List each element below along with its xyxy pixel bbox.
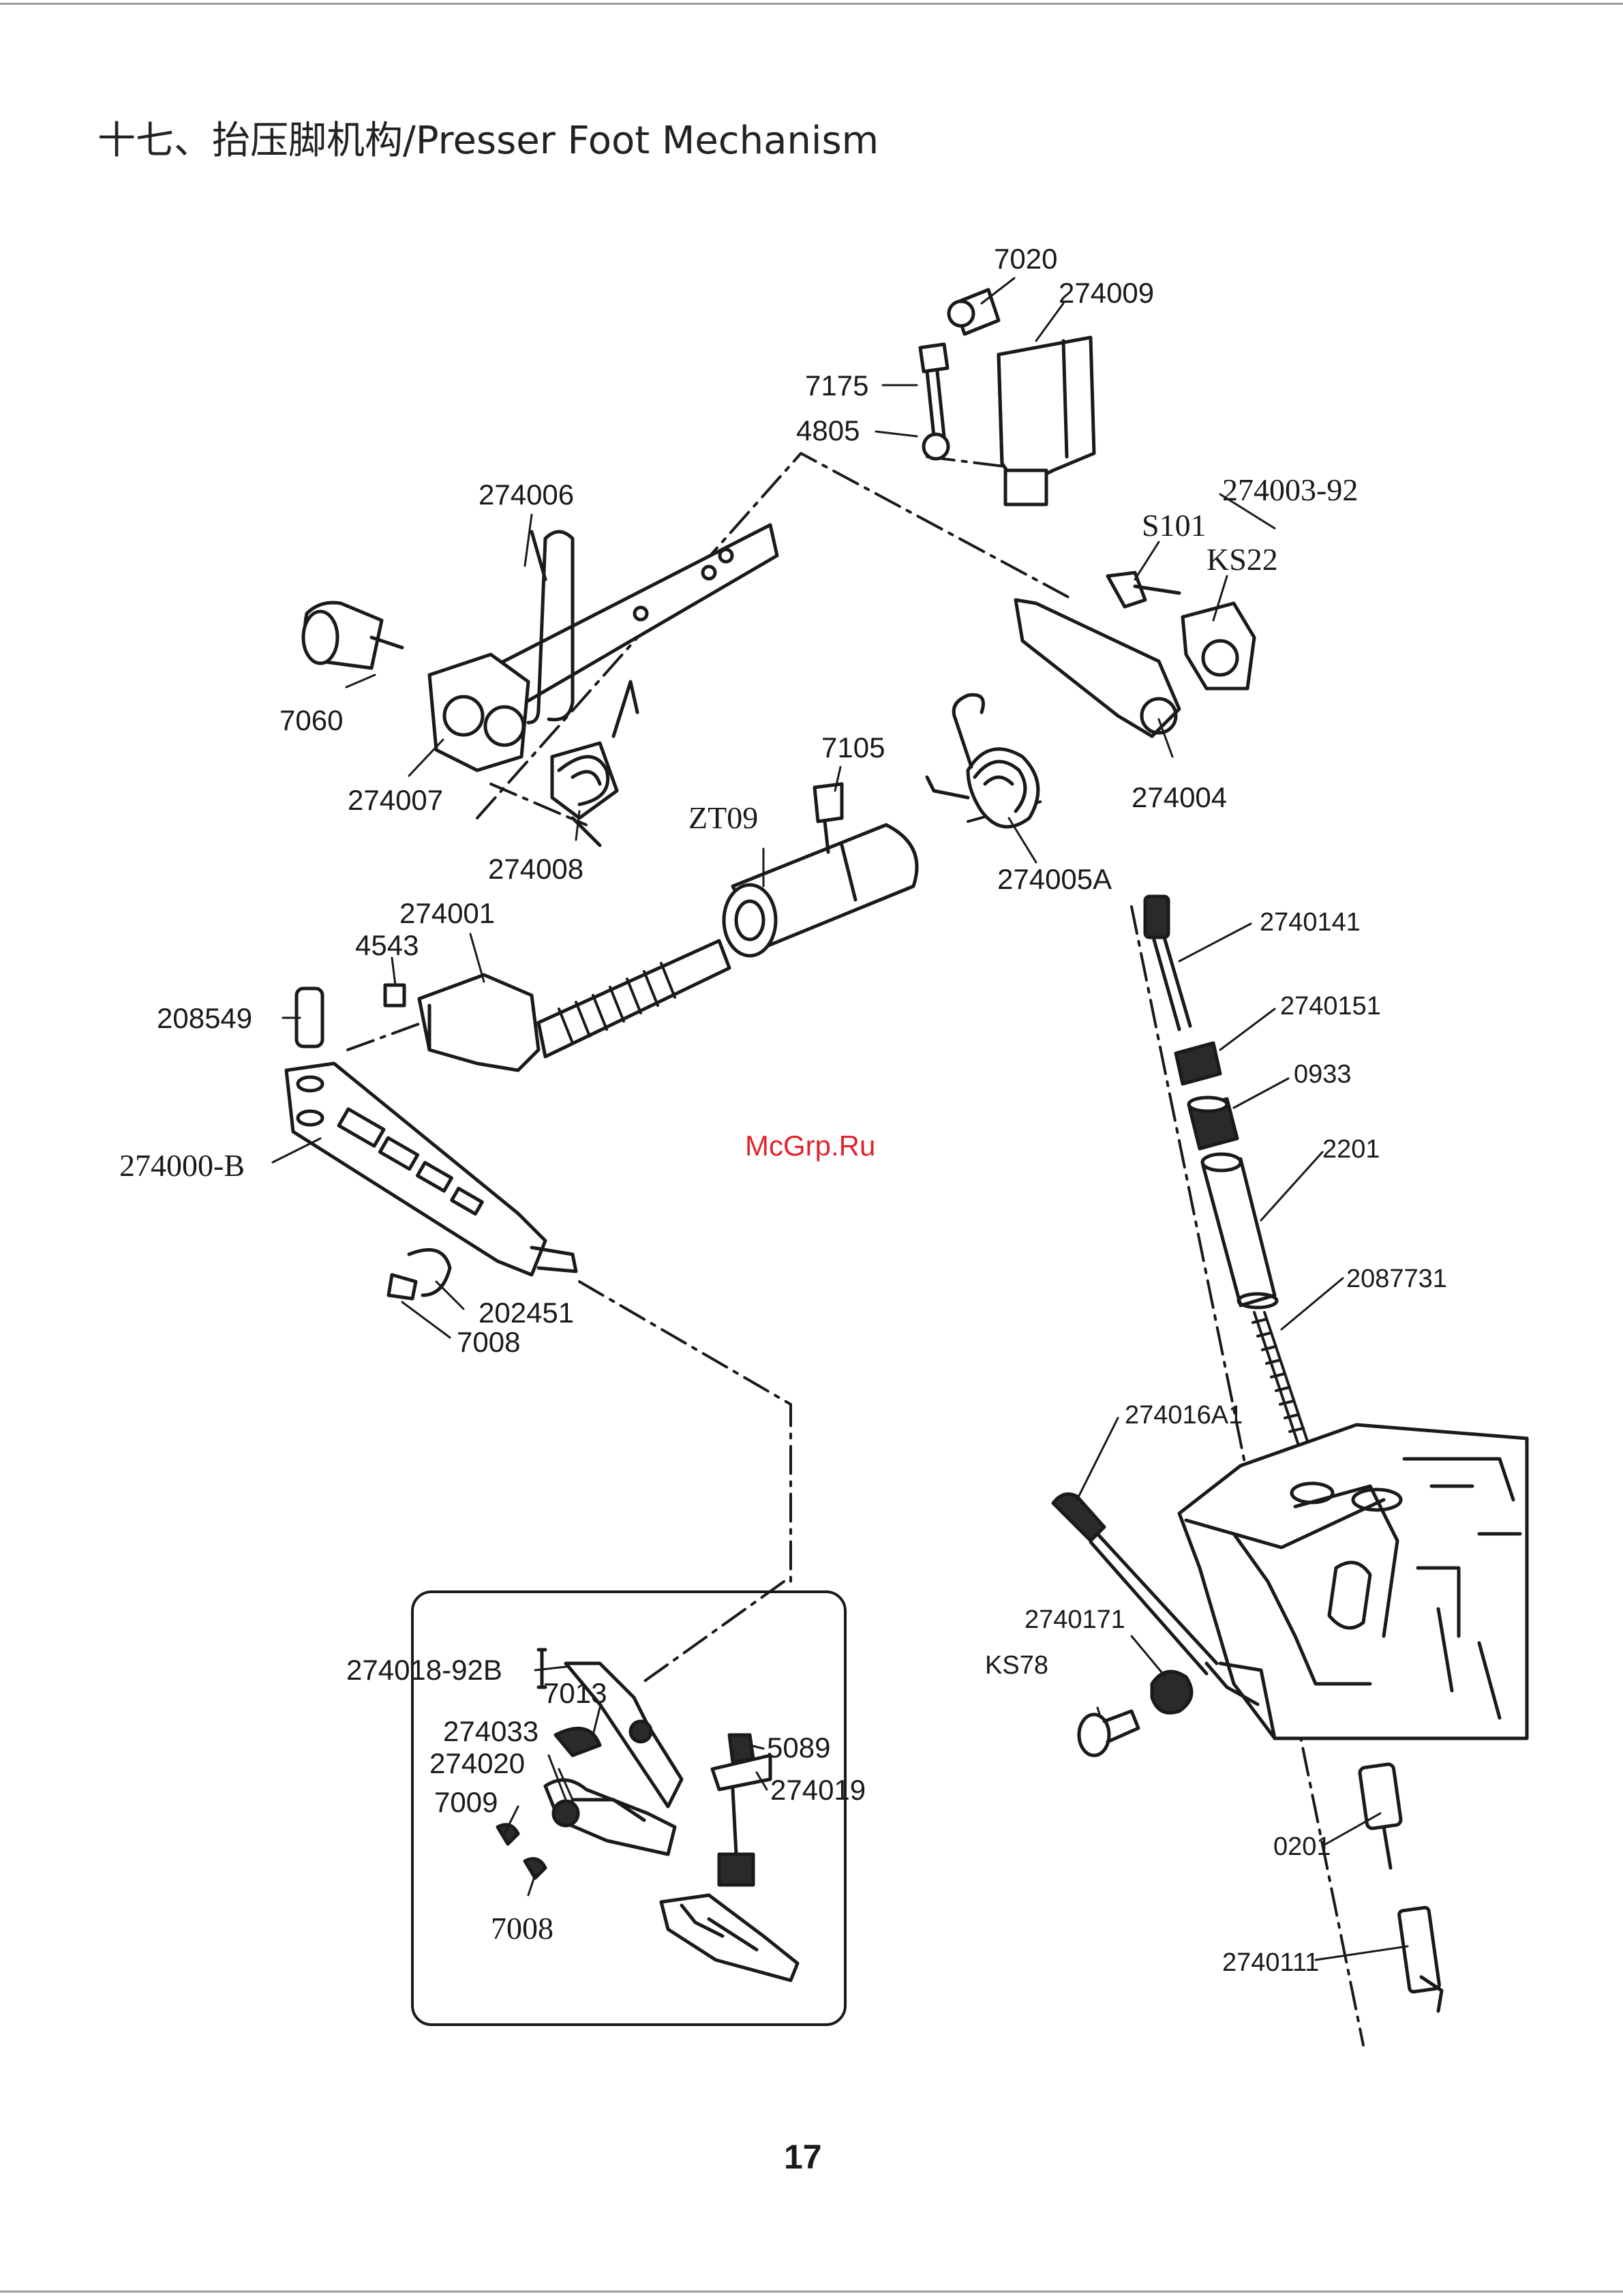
label-7020: 7020 bbox=[994, 243, 1057, 275]
label-2740111: 2740111 bbox=[1222, 1948, 1319, 1978]
lever-274000-B bbox=[286, 1063, 576, 1275]
label-208549: 208549 bbox=[157, 1002, 252, 1035]
bushing-0201 bbox=[1359, 1764, 1401, 1868]
label-7009: 7009 bbox=[434, 1786, 498, 1819]
cap-2740151 bbox=[1176, 1043, 1220, 1084]
watermark: McGrp.Ru bbox=[745, 1130, 875, 1162]
bushing-274007 bbox=[303, 603, 528, 770]
label-274004: 274004 bbox=[1132, 781, 1227, 814]
cap-0933 bbox=[1189, 1098, 1237, 1149]
label-7105: 7105 bbox=[821, 731, 885, 764]
spring-274008 bbox=[552, 682, 637, 845]
label-2201: 2201 bbox=[1322, 1135, 1380, 1164]
label-2740171: 2740171 bbox=[1025, 1605, 1125, 1635]
label-7060: 7060 bbox=[279, 704, 343, 737]
label-7008-lever: 7008 bbox=[457, 1326, 520, 1359]
label-2740151: 2740151 bbox=[1280, 992, 1381, 1021]
label-KS78: KS78 bbox=[985, 1651, 1048, 1680]
bracket-274009 bbox=[920, 290, 1094, 504]
nut-2740171 bbox=[1152, 1672, 1192, 1713]
label-4543: 4543 bbox=[355, 929, 419, 962]
label-S101: S101 bbox=[1142, 507, 1207, 543]
clip-202451 bbox=[389, 1250, 450, 1299]
label-202451: 202451 bbox=[479, 1297, 574, 1329]
label-274000-B: 274000-B bbox=[119, 1147, 245, 1183]
label-274007: 274007 bbox=[348, 784, 443, 817]
page-number: 17 bbox=[784, 2137, 822, 2177]
label-274019: 274019 bbox=[770, 1774, 866, 1807]
label-274018-92B: 274018-92B bbox=[346, 1654, 502, 1687]
label-274009: 274009 bbox=[1059, 277, 1154, 309]
label-274033: 274033 bbox=[443, 1715, 539, 1748]
label-4805: 4805 bbox=[796, 414, 860, 447]
label-5089: 5089 bbox=[767, 1732, 830, 1764]
spring-2087731 bbox=[1253, 1312, 1309, 1445]
label-274020: 274020 bbox=[429, 1747, 525, 1780]
label-2740141: 2740141 bbox=[1260, 908, 1361, 937]
label-2087731: 2087731 bbox=[1346, 1265, 1447, 1294]
shaft-274001 bbox=[385, 941, 729, 1070]
label-274006: 274006 bbox=[479, 479, 574, 511]
label-7013: 7013 bbox=[543, 1677, 607, 1710]
bar-2740111 bbox=[1399, 1907, 1442, 2011]
label-ZT09: ZT09 bbox=[688, 800, 758, 836]
label-7175: 7175 bbox=[805, 369, 868, 402]
link-274004 bbox=[1016, 573, 1254, 736]
tube-2201 bbox=[1202, 1154, 1277, 1308]
label-7008-foot: 7008 bbox=[491, 1910, 553, 1946]
label-274003-92: 274003-92 bbox=[1222, 472, 1358, 508]
label-0933: 0933 bbox=[1294, 1060, 1352, 1089]
label-274005A: 274005A bbox=[997, 863, 1112, 896]
label-274016A1: 274016A1 bbox=[1125, 1401, 1243, 1430]
spring-274005A bbox=[927, 695, 1038, 827]
screw-KS78 bbox=[1079, 1711, 1138, 1755]
label-274008: 274008 bbox=[488, 853, 583, 886]
label-0201: 0201 bbox=[1273, 1832, 1331, 1862]
label-274001: 274001 bbox=[399, 897, 495, 930]
label-KS22: KS22 bbox=[1207, 541, 1278, 577]
